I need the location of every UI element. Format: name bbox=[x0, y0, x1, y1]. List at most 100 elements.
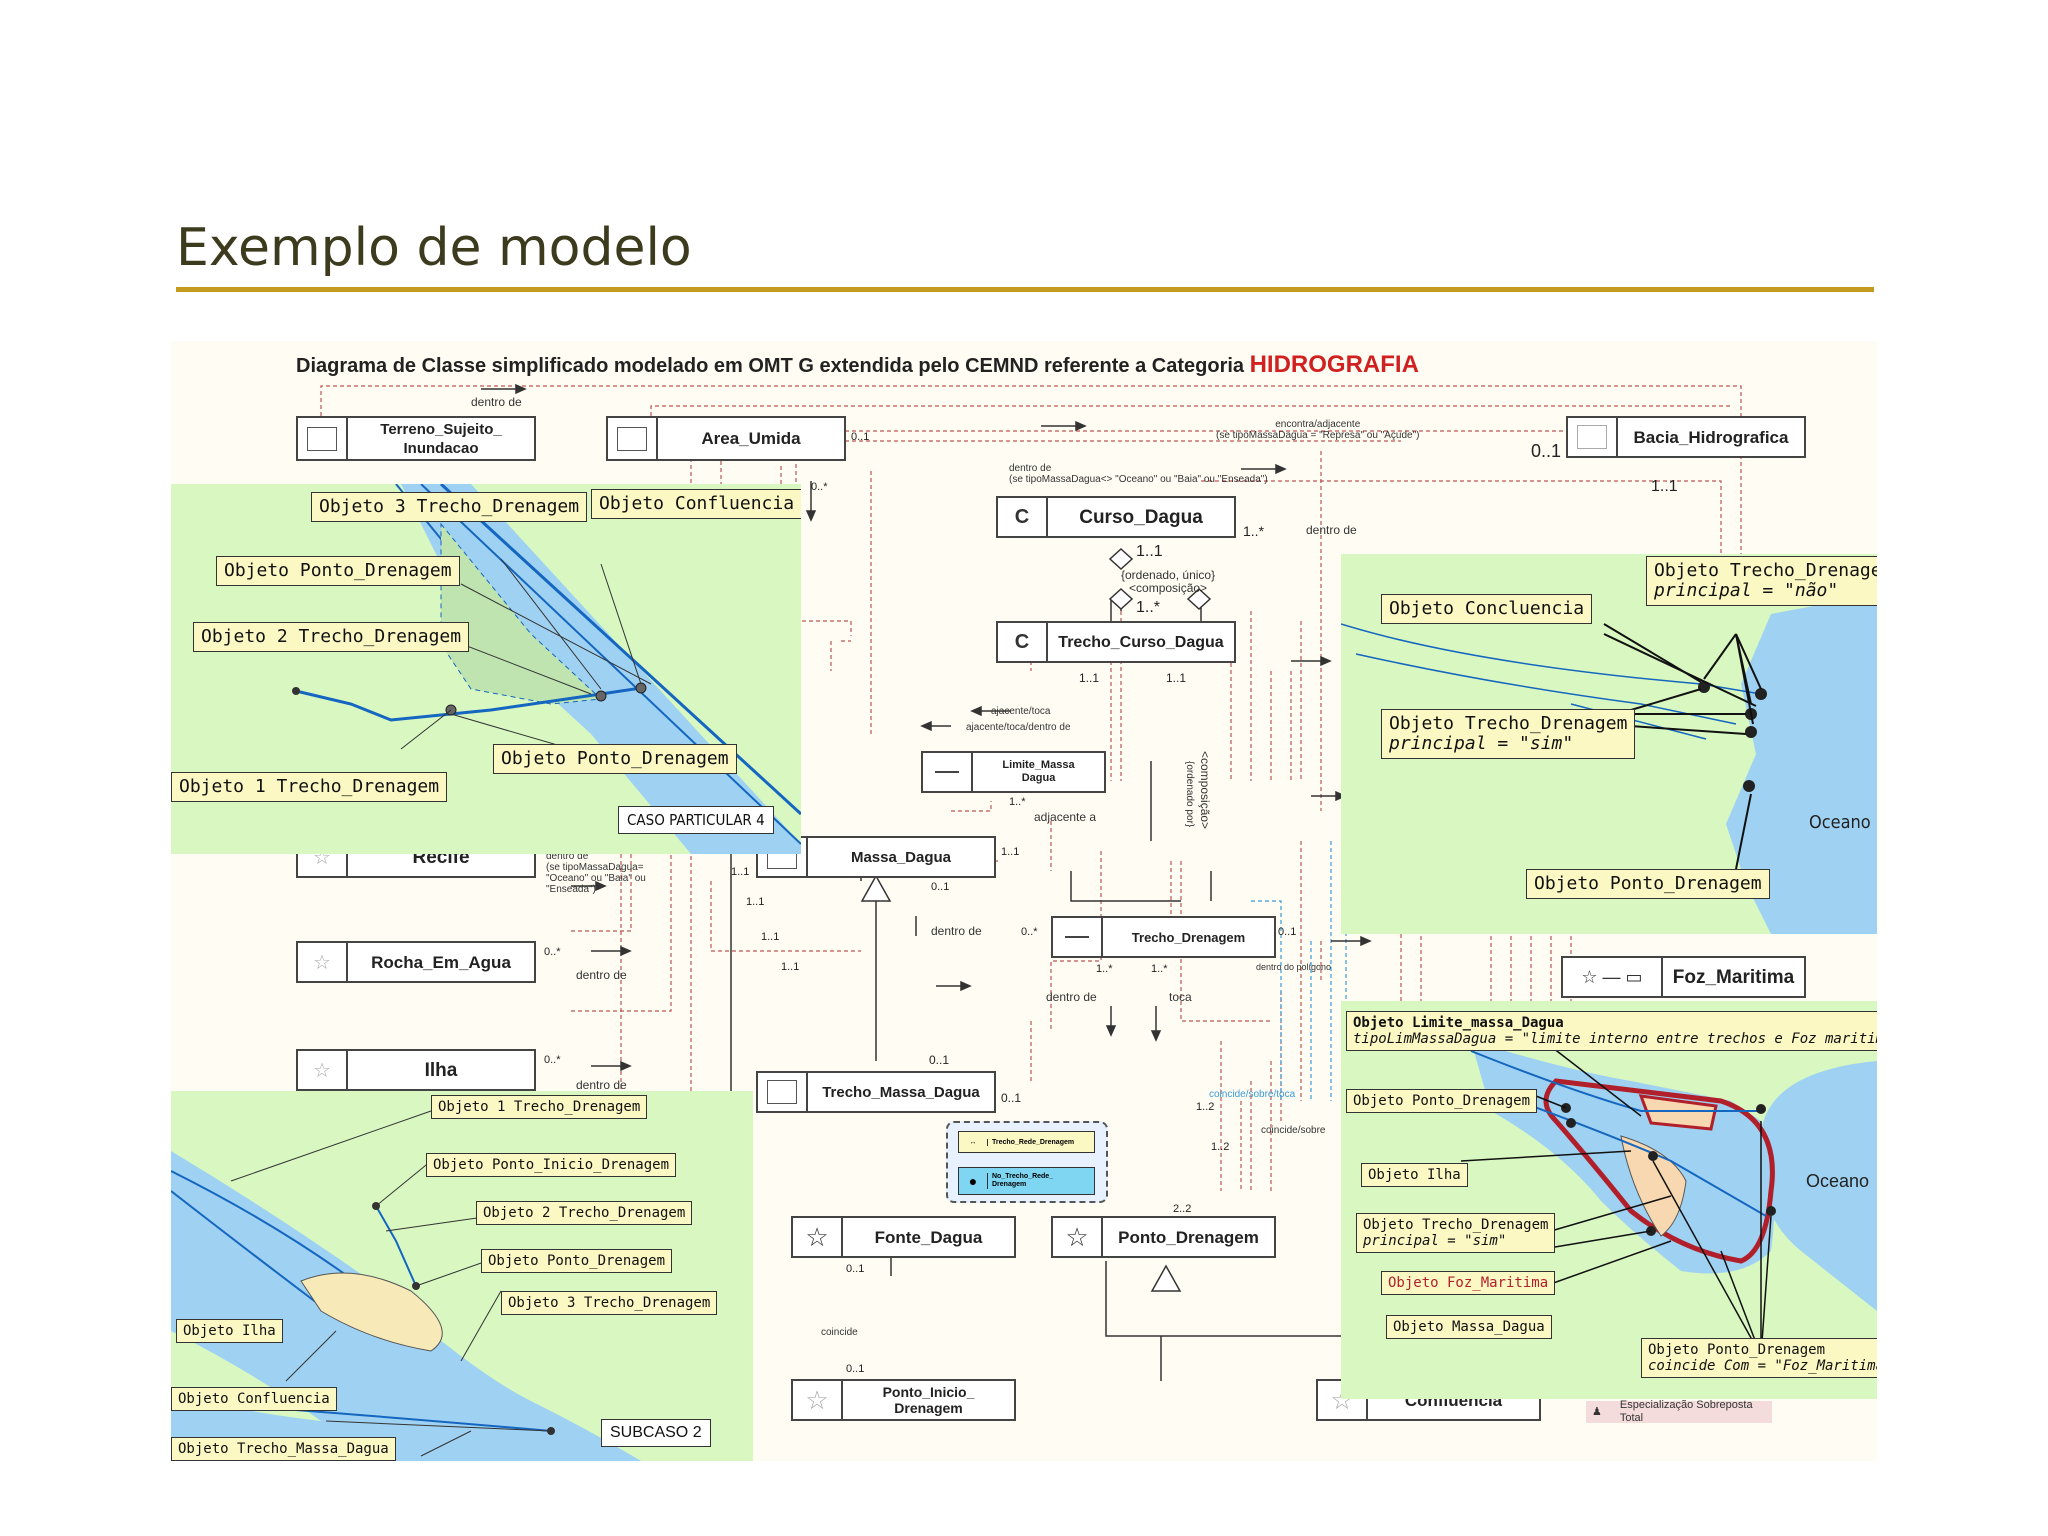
overlay-foz-maritima: Objeto Limite_massa_Dagua tipoLimMassaDa… bbox=[1341, 1001, 1877, 1399]
callout-limite: Objeto Limite_massa_Dagua tipoLimMassaDa… bbox=[1346, 1011, 1877, 1051]
class-trecho-massa-dagua: Trecho_Massa_Dagua bbox=[756, 1071, 996, 1113]
callout-ponto: Objeto Ponto_Drenagem bbox=[481, 1249, 673, 1273]
mult: 0..1 bbox=[851, 431, 870, 443]
tag-subcaso: SUBCASO 2 bbox=[601, 1419, 711, 1447]
callout-obj1: Objeto 1 Trecho_Drenagem bbox=[171, 772, 448, 802]
mult: 1..2 bbox=[1211, 1141, 1230, 1153]
mult: 0..1 bbox=[1531, 441, 1562, 461]
label-coincide-sobre: coincide/sobre bbox=[1261, 1125, 1326, 1136]
label-dentro-de-recife: dentro de (se tipoMassaDagua= "Oceano" o… bbox=[546, 851, 646, 895]
overlay-subcaso-2: Objeto 1 Trecho_Drenagem Objeto Ponto_In… bbox=[171, 1091, 753, 1461]
label-dentro-de-cond: dentro de (se tipoMassaDagua<> "Oceano" … bbox=[1009, 463, 1268, 485]
mult: 1..* bbox=[1009, 796, 1026, 808]
callout-obj2: Objeto 2 Trecho_Drenagem bbox=[193, 622, 470, 652]
class-trecho-drenagem: Trecho_Drenagem bbox=[1051, 916, 1276, 958]
label-coincide-sobre-toca: coincide/sobre/toca bbox=[1209, 1089, 1296, 1100]
mult: 1..1 bbox=[731, 866, 750, 878]
callout-concluencia: Objeto Concluencia bbox=[1381, 594, 1593, 624]
class-fonte-dagua: ☆ Fonte_Dagua bbox=[791, 1216, 1016, 1258]
label-ajacente-toca-dentro: ajacente/toca/dentro de bbox=[966, 722, 1071, 733]
class-ponto-drenagem: ☆ Ponto_Drenagem bbox=[1051, 1216, 1276, 1258]
overlay-concluencia: Objeto Concluencia Objeto Trecho_Drenage… bbox=[1341, 554, 1877, 934]
polygon-icon bbox=[608, 418, 658, 459]
label-dentro-de-massa: dentro de bbox=[931, 924, 982, 938]
callout-obj3: Objeto 3 Trecho_Drenagem bbox=[501, 1291, 718, 1315]
polygon-icon bbox=[298, 418, 348, 459]
label-oceano: Oceano bbox=[1806, 1171, 1870, 1191]
mult: 1..1 bbox=[1651, 478, 1678, 495]
callout-ponto: Objeto Ponto_Drenagem bbox=[1346, 1089, 1538, 1113]
callout-massa: Objeto Massa_Dagua bbox=[1386, 1315, 1552, 1339]
polygon-icon bbox=[758, 1073, 808, 1111]
estuary-illustration bbox=[1460, 1030, 1877, 1357]
mult: 1..1 bbox=[781, 961, 800, 973]
class-ilha: ☆ Ilha bbox=[296, 1049, 536, 1091]
label-toca: toca bbox=[1169, 990, 1192, 1004]
mult: 1..* bbox=[1096, 963, 1113, 975]
callout-obj2: Objeto 2 Trecho_Drenagem bbox=[476, 1201, 693, 1225]
class-terreno-sujeito-inundacao: Terreno_Sujeito_ Inundacao bbox=[296, 416, 536, 461]
label-dentro-de-trecho: dentro de bbox=[1046, 990, 1097, 1004]
label-ordenado-por: {ordenado por} bbox=[1184, 761, 1195, 828]
mult: 0..1 bbox=[1001, 1091, 1022, 1105]
class-area-umida: Area_Umida bbox=[606, 416, 846, 461]
callout-ilha: Objeto Ilha bbox=[1361, 1163, 1468, 1187]
slide-title: Exemplo de modelo bbox=[176, 218, 692, 278]
tag-caso-particular: CASO PARTICULAR 4 bbox=[618, 806, 774, 834]
class-limite-massa-dagua: Limite_Massa Dagua bbox=[921, 751, 1106, 793]
label-coincide: coincide bbox=[821, 1327, 858, 1338]
node-dot-icon: ● bbox=[959, 1173, 988, 1189]
conventional-class-icon: C bbox=[998, 498, 1048, 536]
class-rocha-em-agua: ☆ Rocha_Em_Agua bbox=[296, 941, 536, 983]
callout-trecho-nao: Objeto Trecho_Drenagem principal = "não" bbox=[1646, 556, 1877, 606]
mult: 0..* bbox=[1021, 926, 1038, 938]
star-icon: ☆ bbox=[793, 1381, 843, 1419]
mult: 0..1 bbox=[846, 1363, 865, 1375]
label-ajacente-toca: ajacente/toca bbox=[991, 706, 1051, 717]
mult: 2..2 bbox=[1173, 1203, 1192, 1215]
label-dentro-de: dentro de bbox=[471, 395, 522, 409]
callout-ponto: Objeto Ponto_Drenagem bbox=[1526, 869, 1770, 899]
label-oceano: Oceano bbox=[1809, 812, 1871, 833]
callout-confluencia: Objeto Confluencia bbox=[171, 1387, 337, 1411]
callout-ponto-2: Objeto Ponto_Drenagem bbox=[493, 744, 737, 774]
conventional-class-icon: C bbox=[998, 623, 1048, 661]
callout-ponto-2: Objeto Ponto_Drenagem coincide Com = "Fo… bbox=[1641, 1338, 1877, 1378]
mult: 0..* bbox=[811, 481, 828, 493]
label-dentro-de-rocha: dentro de bbox=[576, 968, 627, 982]
class-curso-dagua: C Curso_Dagua bbox=[996, 496, 1236, 538]
star-polygon-icon: ☆ bbox=[298, 943, 348, 981]
class-trecho-curso-dagua: C Trecho_Curso_Dagua bbox=[996, 621, 1236, 663]
mult: 1..1 bbox=[1079, 671, 1100, 685]
mult: 1..* bbox=[1151, 963, 1168, 975]
callout-trecho-sim: Objeto Trecho_Drenagem principal = "sim" bbox=[1381, 709, 1636, 759]
polygon-icon bbox=[1568, 418, 1618, 456]
callout-ponto-1: Objeto Ponto_Drenagem bbox=[216, 556, 460, 586]
star-line-polygon-icon: ☆ — ▭ bbox=[1563, 958, 1663, 996]
class-foz-maritima: ☆ — ▭ Foz_Maritima bbox=[1561, 956, 1806, 998]
label-ordenado: {ordenado, único} <composição> bbox=[1121, 568, 1216, 595]
mult: 1..* bbox=[1136, 599, 1161, 616]
class-bacia-hidrografica: Bacia_Hidrografica bbox=[1566, 416, 1806, 458]
callout-obj3: Objeto 3 Trecho_Drenagem bbox=[311, 492, 588, 522]
callout-confluencia: Objeto Confluencia bbox=[591, 489, 801, 519]
title-rule bbox=[176, 287, 1874, 292]
mult: 0..1 bbox=[1278, 926, 1297, 938]
mult: 0..1 bbox=[846, 1263, 865, 1275]
star-icon: ☆ bbox=[1053, 1218, 1103, 1256]
label-encontra-adjacente: encontra/adjacente (se tipoMassaDagua = … bbox=[1216, 419, 1420, 441]
callout-massa: Objeto Trecho_Massa_Dagua bbox=[171, 1437, 396, 1461]
mult: 0..1 bbox=[931, 881, 950, 893]
specialization-icon: ♟ bbox=[1592, 1405, 1602, 1418]
legend-trecho-rede: ↔ Trecho_Rede_Drenagem bbox=[958, 1131, 1095, 1153]
overlay-caso-particular-4: Objeto 3 Trecho_Drenagem Objeto Confluen… bbox=[171, 484, 801, 854]
mult: 0..* bbox=[544, 946, 561, 958]
class-diagram: Diagrama de Classe simplificado modelado… bbox=[171, 341, 1877, 1461]
mult: 1..1 bbox=[761, 931, 780, 943]
label-composicao: <composição> bbox=[1198, 751, 1212, 830]
label-dentro-do-poligono: dentro do polígono bbox=[1256, 962, 1332, 972]
label-dentro-de-curso: dentro de bbox=[1306, 523, 1357, 537]
line-icon bbox=[923, 753, 973, 791]
mult: 1..2 bbox=[1196, 1101, 1215, 1113]
star-polygon-icon: ☆ bbox=[298, 1051, 348, 1089]
